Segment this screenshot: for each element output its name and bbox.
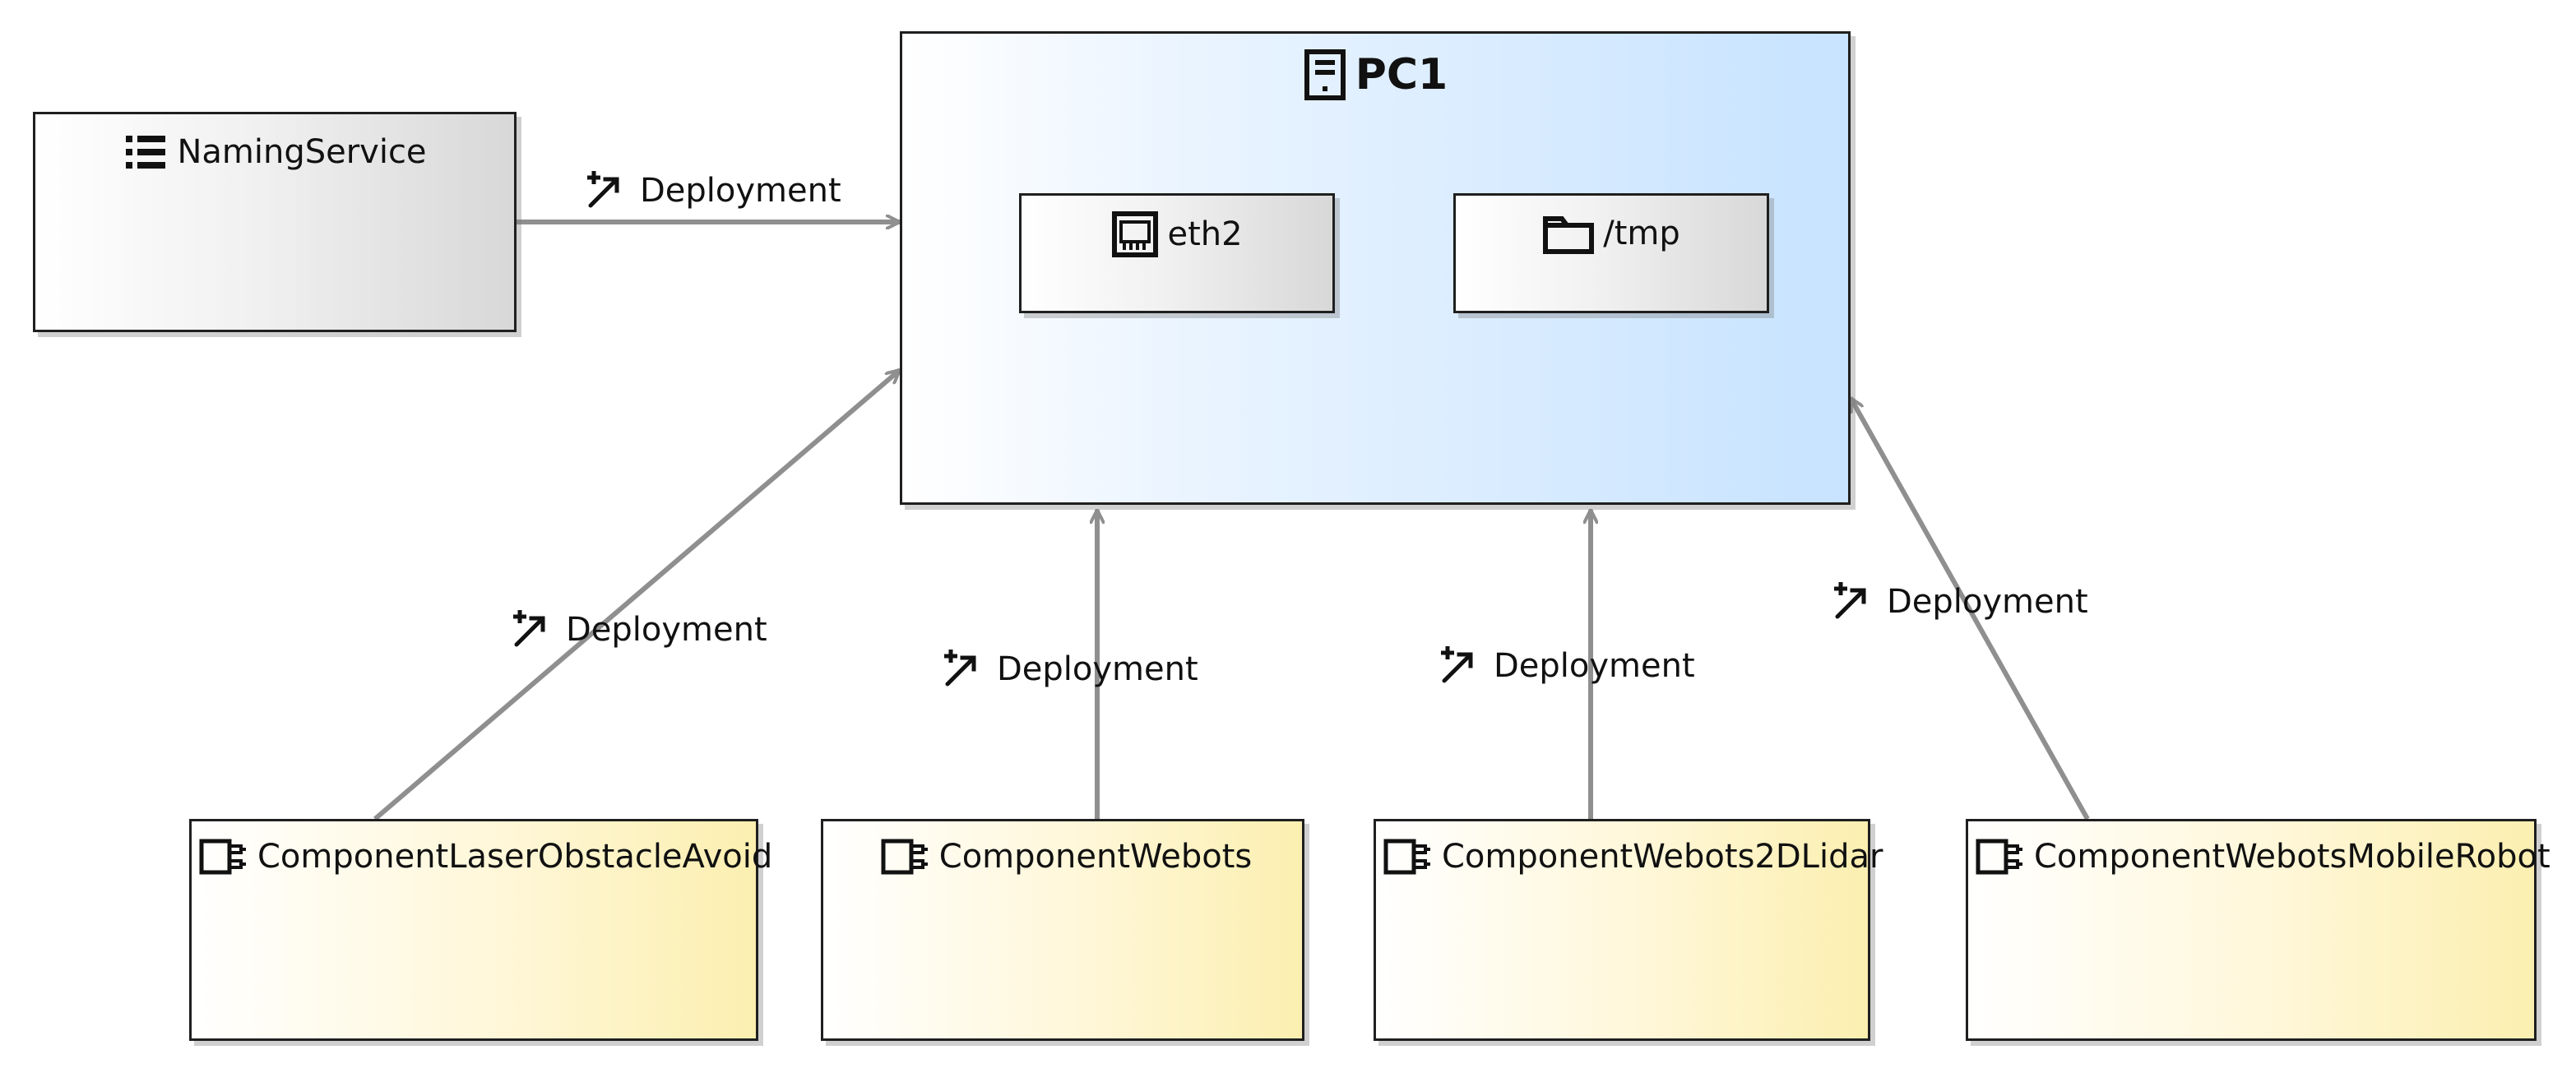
component-laser-label-row: ComponentLaserObstacleAvoid	[192, 838, 772, 876]
component-mobile-label-row: ComponentWebotsMobileRobot	[1968, 838, 2551, 876]
component-webots2d-label: ComponentWebots2DLidar	[1442, 838, 1883, 876]
deployment-label-text: Deployment	[1887, 583, 2088, 621]
deployment-icon	[507, 605, 556, 654]
server-icon	[1303, 49, 1347, 101]
deployment-label-webots2d[interactable]: Deployment	[1434, 641, 1695, 691]
deployment-icon	[1828, 577, 1877, 627]
component-webots-label: ComponentWebots	[938, 838, 1253, 876]
component-icon	[880, 838, 931, 876]
deployment-icon	[581, 166, 630, 215]
deployment-label-text: Deployment	[640, 172, 841, 210]
component-icon	[198, 838, 249, 876]
deployment-icon	[1434, 641, 1484, 691]
naming-service-label: NamingService	[177, 133, 427, 171]
component-icon	[1383, 838, 1434, 876]
component-laser-label: ComponentLaserObstacleAvoid	[257, 838, 773, 876]
list-icon	[123, 129, 169, 175]
deployment-label-webots[interactable]: Deployment	[938, 645, 1198, 694]
deployment-connector-mobile[interactable]	[1848, 398, 2090, 821]
pc1-title: PC1	[1355, 50, 1448, 99]
pc1-node[interactable]: PC1 eth2	[900, 31, 1851, 505]
network-port-icon	[1111, 210, 1159, 258]
pc1-title-row: PC1	[902, 49, 1848, 101]
deployment-label-laser[interactable]: Deployment	[507, 605, 767, 654]
component-webots-label-row: ComponentWebots	[823, 838, 1302, 876]
folder-icon	[1542, 210, 1595, 257]
eth2-label: eth2	[1167, 215, 1243, 253]
eth2-label-row: eth2	[1022, 210, 1332, 258]
naming-service-label-row: NamingService	[35, 129, 514, 175]
deployment-icon	[938, 645, 987, 694]
deployment-connector-laser[interactable]	[373, 368, 900, 821]
component-webots-node[interactable]: ComponentWebots	[821, 819, 1304, 1041]
deployment-label-naming[interactable]: Deployment	[581, 166, 841, 215]
component-webots2d-label-row: ComponentWebots2DLidar	[1376, 838, 1883, 876]
deployment-label-text: Deployment	[1494, 647, 1695, 685]
tmp-label: /tmp	[1603, 215, 1680, 252]
eth2-node[interactable]: eth2	[1019, 193, 1335, 313]
deployment-label-text: Deployment	[566, 611, 767, 649]
component-mobile-node[interactable]: ComponentWebotsMobileRobot	[1966, 819, 2551, 1041]
component-mobile-label: ComponentWebotsMobileRobot	[2034, 838, 2551, 876]
tmp-node[interactable]: /tmp	[1453, 193, 1769, 313]
naming-service-node[interactable]: NamingService	[33, 112, 517, 332]
deployment-label-mobile[interactable]: Deployment	[1828, 577, 2088, 627]
deployment-label-text: Deployment	[997, 650, 1198, 688]
component-laser-node[interactable]: ComponentLaserObstacleAvoid	[189, 819, 772, 1041]
component-icon	[1975, 838, 2026, 876]
component-webots2d-node[interactable]: ComponentWebots2DLidar	[1374, 819, 1883, 1041]
tmp-label-row: /tmp	[1456, 210, 1767, 257]
